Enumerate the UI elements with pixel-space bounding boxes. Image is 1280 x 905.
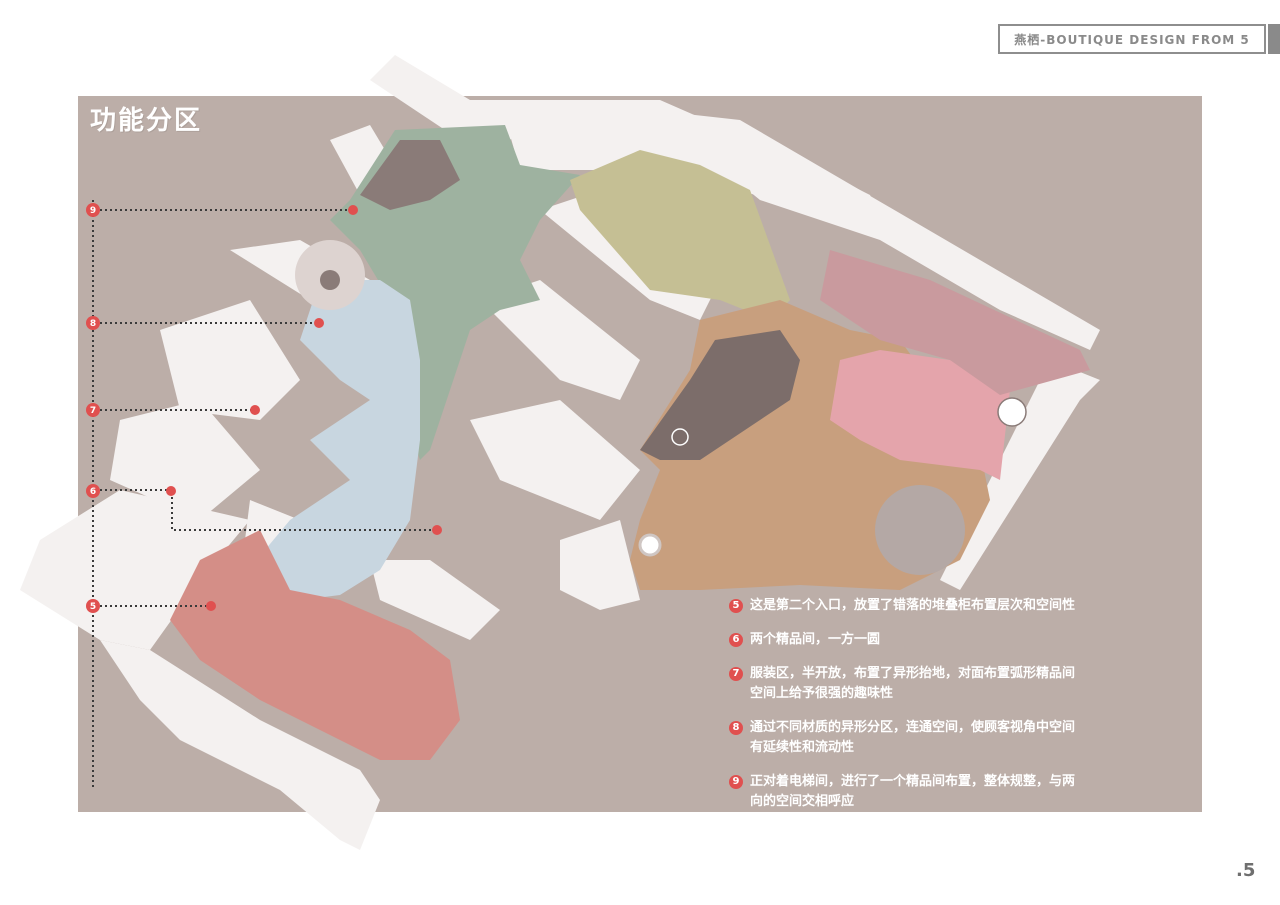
plan-walls [20,55,1100,850]
header-title: 燕栖-BOUTIQUE DESIGN FROM 5 [1014,32,1250,47]
legend-badge-5: 5 [729,599,743,613]
legend-text-8: 通过不同材质的异形分区，连通空间，使顾客视角中空间 有延续性和流动性 [750,718,1075,758]
legend-badge-8: 8 [729,721,743,735]
legend-text-7: 服装区，半开放，布置了异形抬地，对面布置弧形精品间 空间上给予很强的趣味性 [750,664,1075,704]
legend-item-7: 7 服装区，半开放，布置了异形抬地，对面布置弧形精品间 空间上给予很强的趣味性 [729,664,1189,704]
legend-text-6: 两个精品间，一方一圆 [750,630,880,650]
legend-item-9: 9 正对着电梯间，进行了一个精品间布置，整体规整，与两 向的空间交相呼应 [729,772,1189,812]
marker-9: 9 [86,203,100,217]
zone-pink [830,350,1010,480]
marker-6-label: 6 [90,487,96,497]
spot-circle [671,428,689,446]
zone-blue [265,280,420,600]
pillar-round [638,533,662,557]
page-title: 功能分区 [90,106,203,136]
legend-7-line1: 服装区，半开放，布置了异形抬地，对面布置弧形精品间 [750,666,1076,681]
marker-5: 5 [86,599,100,613]
marker-7-label: 7 [90,406,96,416]
legend-5-line1: 这是第二个入口，放置了错落的堆叠柜布置层次和空间性 [750,598,1076,613]
round-room-top-core [320,270,340,290]
zone-dark [640,330,800,460]
marker-8-label: 8 [90,319,96,329]
marker-8: 8 [86,316,100,330]
marker-7: 7 [86,403,100,417]
marker-5-label: 5 [90,602,96,612]
legend-badge-9: 9 [729,775,743,789]
legend-7-line2: 空间上给予很强的趣味性 [750,686,894,701]
zone-red [170,530,460,760]
header-tab [1268,24,1280,54]
legend-item-8: 8 通过不同材质的异形分区，连通空间，使顾客视角中空间 有延续性和流动性 [729,718,1189,758]
room-dark-top [360,140,460,210]
legend-badge-7: 7 [729,667,743,681]
marker-6: 6 [86,484,100,498]
legend-9-line1: 正对着电梯间，进行了一个精品间布置，整体规整，与两 [750,774,1076,789]
legend-9-line2: 向的空间交相呼应 [750,794,855,809]
page-number: .5 [1236,860,1256,881]
legend-text-9: 正对着电梯间，进行了一个精品间布置，整体规整，与两 向的空间交相呼应 [750,772,1075,812]
marker-9-label: 9 [90,206,96,216]
legend-badge-6: 6 [729,633,743,647]
legend-6-line1: 两个精品间，一方一圆 [750,632,881,647]
zone-mauve [820,250,1090,395]
round-room-right [875,485,965,575]
legend-8-line2: 有延续性和流动性 [750,740,855,755]
legend-item-6: 6 两个精品间，一方一圆 [729,630,1189,650]
zone-yellow [570,150,790,320]
round-table [997,397,1027,427]
legend-text-5: 这是第二个入口，放置了错落的堆叠柜布置层次和空间性 [750,596,1075,616]
marker-dots [166,205,442,611]
legend-8-line1: 通过不同材质的异形分区，连通空间，使顾客视角中空间 [750,720,1076,735]
legend-item-5: 5 这是第二个入口，放置了错落的堆叠柜布置层次和空间性 [729,596,1189,616]
legend-list: 5 这是第二个入口，放置了错落的堆叠柜布置层次和空间性 6 两个精品间，一方一圆… [729,596,1189,826]
header-title-box: 燕栖-BOUTIQUE DESIGN FROM 5 [998,24,1266,54]
